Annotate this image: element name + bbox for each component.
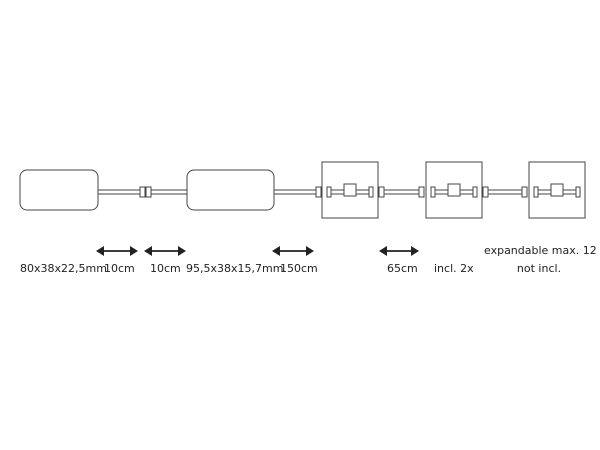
not-included-label: not incl.: [516, 262, 562, 275]
driver-box: [19, 169, 99, 211]
light-panel-3: [528, 161, 586, 219]
light-panel-1: [321, 161, 379, 219]
controller-dimension-label: 95,5x38x15,7mm: [186, 262, 284, 275]
included-label: incl. 2x: [434, 262, 474, 275]
cable-1-length-label: 10cm: [104, 262, 135, 275]
arrow-cable-4: [379, 246, 419, 256]
controller-box: [186, 169, 275, 211]
driver-dimension-label: 80x38x22,5mm: [20, 262, 107, 275]
inline-connector: [139, 186, 146, 198]
expandable-label: expandable max. 12: [484, 244, 597, 257]
arrow-cable-1: [96, 246, 138, 256]
cable-3-length-label: 150cm: [280, 262, 318, 275]
arrow-cable-3: [272, 246, 314, 256]
arrow-cable-2: [144, 246, 186, 256]
light-panel-2: [425, 161, 483, 219]
cable-2-length-label: 10cm: [150, 262, 181, 275]
cable-4-length-label: 65cm: [387, 262, 418, 275]
